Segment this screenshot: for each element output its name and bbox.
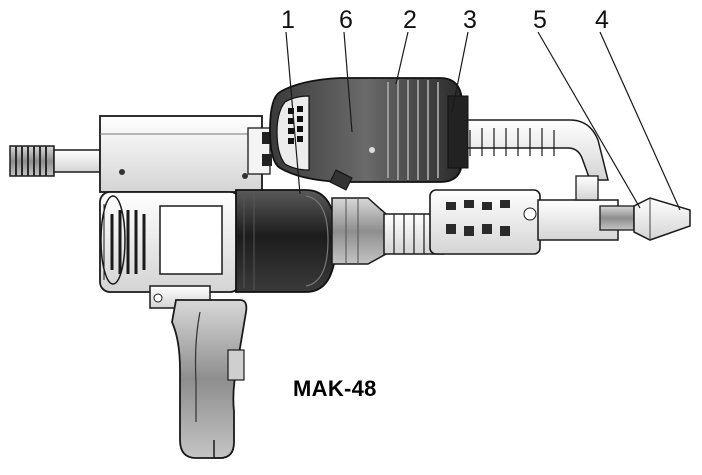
gearbox-housing [235,189,337,293]
leader-line-4 [599,31,681,211]
leader-line-1 [285,31,301,195]
leader-line-2 [395,31,409,85]
callout-leader-lines [285,31,681,211]
pistol-grip [171,299,248,459]
callout-number-5: 5 [533,6,547,34]
callout-number-4: 4 [595,6,609,34]
callout-number-3: 3 [463,6,477,34]
cable-strain-relief [9,145,101,177]
leader-line-3 [451,31,469,113]
extruder-upper-housing [448,119,609,181]
model-label: MAK-48 [293,376,377,401]
leader-line-6 [343,31,353,133]
heater-connector [331,197,387,265]
callout-number-6: 6 [339,6,353,34]
leader-line-5 [537,31,641,209]
callout-number-2: 2 [403,6,417,34]
perforated-cage [429,189,541,255]
control-box [99,115,272,193]
hot-air-blower [269,77,469,191]
welding-shoe [633,197,691,241]
callout-number-1: 1 [281,6,295,34]
motor-housing [99,191,241,309]
extrusion-barrel [537,175,635,241]
